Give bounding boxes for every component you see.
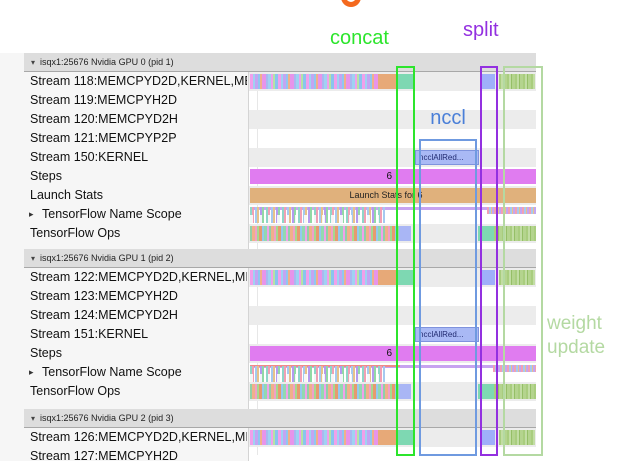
steps-bar[interactable] (250, 346, 536, 361)
steps-value: 6 (386, 348, 392, 359)
stream-118-events[interactable] (250, 74, 378, 89)
tf-ops-events[interactable] (250, 384, 399, 399)
stream-126-event-concat[interactable] (398, 430, 414, 445)
row-label-steps: Steps (30, 169, 62, 183)
row-label-stream-151: Stream 151:KERNEL (30, 327, 149, 341)
name-scope-events-right[interactable] (493, 365, 536, 372)
row-label-stream-122: Stream 122:MEMCPYD2D,KERNEL,MI (30, 270, 247, 284)
row-label-stream-119: Stream 119:MEMCPYH2D (30, 93, 178, 107)
stream-118-event-split[interactable] (481, 74, 495, 89)
row-label-stream-127: Stream 127:MEMCPYH2D (30, 449, 178, 461)
concat-annotation-label: concat (330, 27, 389, 49)
stream-122-event-orange[interactable] (378, 270, 398, 285)
row-label-tf-ops: TensorFlow Ops (30, 226, 121, 240)
nccl-highlight-box (419, 139, 477, 456)
collapse-icon: ▾ (31, 58, 36, 67)
row-band (249, 110, 536, 129)
row-label-launch-stats: Launch Stats (30, 188, 103, 202)
process-header-label: isqx1:25676 Nvidia GPU 2 (pid 3) (40, 413, 174, 423)
row-label-stream-150: Stream 150:KERNEL (30, 150, 149, 164)
expand-icon: ▸ (29, 367, 34, 377)
stream-126-events[interactable] (250, 430, 378, 445)
stream-118-events-weight-update[interactable] (499, 74, 535, 89)
process-header-gpu-1[interactable]: ▾ isqx1:25676 Nvidia GPU 1 (pid 2) (24, 249, 536, 268)
split-annotation-label: split (463, 19, 499, 41)
stream-126-events-weight-update[interactable] (499, 430, 535, 445)
row-label-stream-124: Stream 124:MEMCPYD2H (30, 308, 178, 322)
launch-stats-bar[interactable] (250, 188, 536, 203)
tf-ops-event-split[interactable] (478, 226, 494, 241)
stream-118-event-concat[interactable] (398, 74, 414, 89)
name-scope-events[interactable] (250, 366, 385, 382)
process-header-gpu-0[interactable]: ▾ isqx1:25676 Nvidia GPU 0 (pid 1) (24, 53, 536, 72)
process-header-label: isqx1:25676 Nvidia GPU 0 (pid 1) (40, 57, 174, 67)
stream-122-event-split[interactable] (481, 270, 495, 285)
concat-highlight-box (396, 66, 415, 456)
collapse-icon: ▾ (31, 254, 36, 263)
row-label-tf-name-scope[interactable]: ▸TensorFlow Name Scope (0, 205, 247, 224)
name-scope-track-line[interactable] (250, 207, 536, 210)
stream-126-event-split[interactable] (481, 430, 495, 445)
row-label-tf-name-scope[interactable]: ▸TensorFlow Name Scope (0, 363, 247, 382)
nccl-allreduce-event[interactable]: ncclAllRed... (415, 327, 479, 342)
weight-update-highlight-box (503, 66, 543, 456)
row-band (249, 306, 536, 325)
cropped-orange-annotation-glyph (341, 0, 361, 7)
stream-118-event-orange[interactable] (378, 74, 398, 89)
row-label-steps: Steps (30, 346, 62, 360)
nccl-annotation-label: nccl (430, 107, 466, 129)
steps-bar[interactable] (250, 169, 536, 184)
weight-update-annotation-label: weight update (547, 312, 605, 360)
weight-update-line2: update (547, 337, 606, 358)
split-highlight-box (480, 66, 498, 456)
expand-icon: ▸ (29, 209, 34, 219)
launch-stats-label: Launch Stats for 6 (349, 190, 423, 200)
row-label-stream-126: Stream 126:MEMCPYD2D,KERNEL,MI (30, 430, 247, 444)
row-label-stream-120: Stream 120:MEMCPYD2H (30, 112, 178, 126)
stream-122-events[interactable] (250, 270, 378, 285)
name-scope-events[interactable] (250, 207, 385, 223)
stream-122-event-concat[interactable] (398, 270, 414, 285)
row-label-stream-121: Stream 121:MEMCPYP2P (30, 131, 177, 145)
collapse-icon: ▾ (31, 414, 36, 423)
name-scope-events-right[interactable] (487, 207, 536, 214)
stream-126-event-orange[interactable] (378, 430, 398, 445)
stream-122-events-weight-update[interactable] (499, 270, 535, 285)
row-label-stream-123: Stream 123:MEMCPYH2D (30, 289, 178, 303)
row-label-stream-118: Stream 118:MEMCPYD2D,KERNEL,ME (30, 74, 247, 88)
process-header-label: isqx1:25676 Nvidia GPU 1 (pid 2) (40, 253, 174, 263)
steps-value: 6 (386, 171, 392, 182)
tf-ops-event-concat[interactable] (399, 384, 411, 399)
process-header-gpu-2[interactable]: ▾ isqx1:25676 Nvidia GPU 2 (pid 3) (24, 409, 536, 428)
tf-ops-events[interactable] (250, 226, 399, 241)
row-label-tf-ops: TensorFlow Ops (30, 384, 121, 398)
tf-ops-event-split[interactable] (478, 384, 494, 399)
tf-ops-event-concat[interactable] (399, 226, 411, 241)
nccl-allreduce-event[interactable]: ncclAllRed... (415, 150, 479, 165)
weight-update-line1: weight (547, 313, 602, 334)
